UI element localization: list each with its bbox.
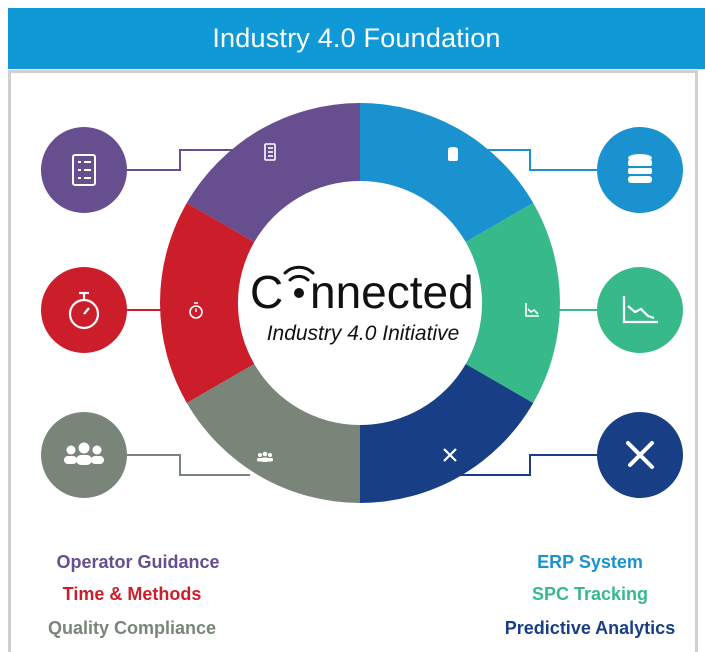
node-operator xyxy=(41,127,127,213)
connector-operator xyxy=(127,149,250,171)
diagram-frame xyxy=(8,70,698,652)
database-icon xyxy=(448,147,458,161)
stopwatch-icon xyxy=(189,302,203,319)
connector-quality xyxy=(127,454,250,476)
team-icon xyxy=(257,451,273,462)
ring xyxy=(160,103,560,503)
ring-segment-time xyxy=(160,203,255,403)
node-time xyxy=(41,267,127,353)
legend-spc-tracking: SPC Tracking xyxy=(531,584,649,604)
stopwatch-icon xyxy=(68,291,100,330)
legend-erp-system: ERP System xyxy=(537,552,643,572)
ring-segment-predictive xyxy=(360,364,534,503)
trend-chart-icon xyxy=(525,303,539,317)
ring-icons xyxy=(189,143,539,462)
legend-predictive-analytics: Predictive Analytics xyxy=(504,618,676,638)
connector-predictive xyxy=(455,454,597,476)
database-icon xyxy=(628,154,652,183)
center-subtitle: Industry 4.0 Initiative xyxy=(267,322,460,345)
tools-icon xyxy=(443,448,457,462)
connector-erp xyxy=(455,149,597,171)
brand-suffix: nnected xyxy=(310,266,474,318)
ring-segment-operator xyxy=(186,103,360,242)
node-quality xyxy=(41,412,127,498)
page-title-text: Industry 4.0 Foundation xyxy=(212,23,501,53)
outer-nodes xyxy=(41,127,683,498)
trend-chart-icon xyxy=(622,296,658,324)
node-predictive xyxy=(597,412,683,498)
node-spc xyxy=(597,267,683,353)
ring-segment-quality xyxy=(186,364,360,503)
legend-quality-compliance: Quality Compliance xyxy=(47,618,217,638)
legend-operator-guidance: Operator Guidance xyxy=(56,552,220,572)
team-icon xyxy=(64,442,104,465)
legend-time-methods: Time & Methods xyxy=(62,584,202,604)
checklist-icon xyxy=(72,154,96,186)
ring-segment-erp xyxy=(360,103,534,242)
brand-prefix: C xyxy=(250,266,283,318)
center-logo: C nnected Industry 4.0 Initiative xyxy=(250,265,474,345)
node-erp xyxy=(597,127,683,213)
tools-icon xyxy=(626,441,654,469)
ring-segment-spc xyxy=(465,203,560,403)
checklist-icon xyxy=(264,143,276,161)
page-title: Industry 4.0 Foundation xyxy=(8,8,705,69)
wifi-icon xyxy=(283,265,315,298)
